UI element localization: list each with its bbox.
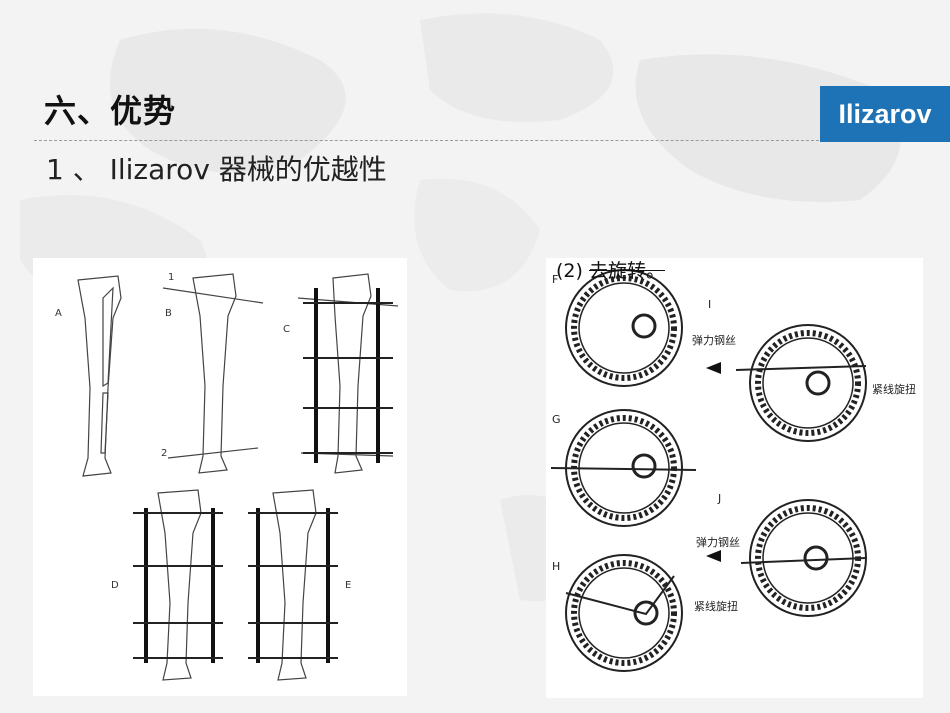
label-f: F	[552, 273, 558, 286]
figure-caption: (2) 去旋转。	[556, 256, 665, 283]
label-c: C	[283, 324, 290, 335]
label-e: E	[345, 580, 351, 591]
annotation-wire-bottom: 弹力钢丝	[696, 535, 740, 549]
slide-title: 六、优势	[44, 92, 177, 130]
ilizarov-badge: Ilizarov	[820, 86, 950, 142]
derotation-figure: F I G J H 弹力钢丝 紧线旋扭 弹力钢丝 紧线旋扭	[546, 258, 923, 698]
label-a: A	[55, 308, 62, 319]
label-i: I	[708, 298, 711, 311]
label-d: D	[111, 580, 119, 591]
fixator-stages-drawing: A B C D E 1 2	[55, 272, 399, 681]
label-g: G	[552, 413, 561, 426]
fixator-stages-figure: A B C D E 1 2	[33, 258, 407, 696]
annotation-twist-bottom: 紧线旋扭	[694, 599, 738, 613]
label-h: H	[552, 560, 560, 573]
label-j: J	[717, 492, 721, 505]
caption-prefix: (2)	[556, 260, 589, 282]
title-divider	[34, 140, 824, 141]
caption-struck-text: 去旋转。	[588, 260, 665, 282]
slide-subtitle: 1 、 Ilizarov 器械的优越性	[46, 153, 387, 186]
derotation-drawing: F I G J H 弹力钢丝 紧线旋扭 弹力钢丝 紧线旋扭	[550, 269, 916, 672]
label-b: B	[165, 308, 172, 319]
annotation-wire-top: 弹力钢丝	[692, 333, 736, 347]
annotation-twist-top: 紧线旋扭	[872, 382, 916, 396]
wire-number-2: 2	[161, 448, 167, 459]
wire-number-1: 1	[168, 272, 174, 283]
